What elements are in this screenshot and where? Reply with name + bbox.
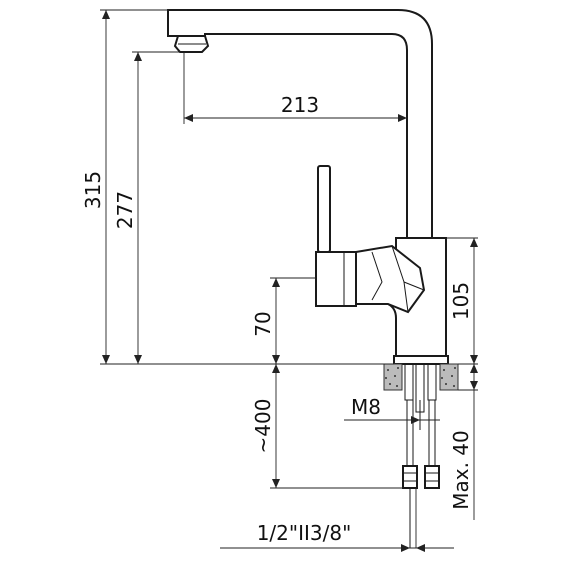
label-m8: M8 — [351, 395, 381, 419]
label-connection: 1/2"II3/8" — [257, 521, 352, 545]
lever-housing — [355, 244, 426, 314]
lever-block — [315, 251, 357, 307]
spout — [167, 9, 433, 239]
dimension-lines — [102, 10, 478, 552]
label-315: 315 — [81, 171, 105, 209]
dimension-labels: 315 277 213 105 70 ~400 M8 Max. 40 1/2"I… — [81, 93, 473, 545]
faucet-outline — [167, 9, 449, 365]
handle — [317, 165, 331, 253]
hose-fitting-left — [402, 465, 418, 489]
extension-lines — [100, 9, 478, 548]
label-400: ~400 — [251, 399, 275, 454]
label-70: 70 — [251, 311, 275, 336]
label-213: 213 — [281, 93, 319, 117]
label-105: 105 — [449, 282, 473, 320]
supply-hoses — [402, 400, 440, 548]
label-max40: Max. 40 — [449, 430, 473, 510]
countertop-section — [383, 363, 459, 430]
base-ring — [393, 355, 449, 365]
label-277: 277 — [113, 191, 137, 229]
hose-fitting-right — [424, 465, 440, 489]
